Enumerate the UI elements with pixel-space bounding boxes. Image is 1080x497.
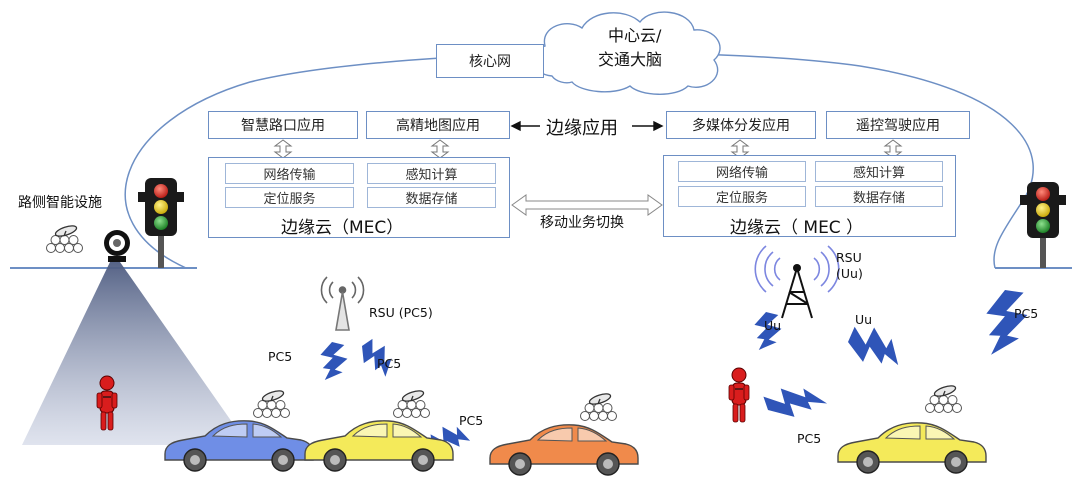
app-remote-driving: 遥控驾驶应用	[826, 111, 970, 139]
mec-right-label: 边缘云（ MEC ）	[730, 218, 864, 238]
link-label-pc5: PC5	[459, 413, 484, 428]
mec-left-positioning: 定位服务	[225, 187, 354, 208]
camera-beam	[22, 262, 248, 445]
center-cloud-line1: 中心云/	[608, 26, 662, 45]
rsu-uu-label-line2: (Uu)	[836, 266, 863, 281]
app-hd-map: 高精地图应用	[366, 111, 510, 139]
pc5-bolt-light-car	[969, 281, 1040, 363]
mec-left: 网络传输 感知计算 定位服务 数据存储 边缘云（MEC）	[208, 157, 510, 238]
car-sensor-icon	[924, 383, 963, 414]
pedestrian-right-icon	[728, 367, 750, 423]
mec-right-network: 网络传输	[678, 161, 806, 182]
traffic-light-right-icon	[1020, 182, 1066, 268]
roadside-facility-label: 路侧智能设施	[18, 195, 102, 211]
link-label-pc5: PC5	[377, 356, 402, 371]
car-sensor-icon	[579, 391, 618, 422]
link-label-uu: Uu	[764, 318, 782, 333]
mec-left-storage: 数据存储	[367, 187, 496, 208]
rsu-pc5-label: RSU (PC5)	[369, 305, 433, 320]
link-label-pc5: PC5	[268, 349, 293, 364]
pc5-bolt-rsu-blue-car	[310, 337, 356, 386]
car-yellow-right-icon	[837, 422, 987, 474]
mec-right: 网络传输 感知计算 定位服务 数据存储 边缘云（ MEC ）	[663, 155, 956, 238]
car-sensor-icon	[392, 388, 431, 419]
rsu-pc5-antenna-icon	[320, 276, 365, 331]
link-label-pc5: PC5	[1014, 306, 1039, 321]
mec-left-network: 网络传输	[225, 163, 354, 184]
car-sensor-icon	[252, 388, 291, 419]
roadside-sensor-icon	[45, 223, 84, 254]
pc5-bolt-person-car	[761, 383, 829, 422]
mec-right-positioning: 定位服务	[678, 186, 806, 207]
edge-app-arrows	[510, 120, 664, 132]
mec-right-storage: 数据存储	[815, 186, 943, 207]
mec-right-compute: 感知计算	[815, 161, 943, 182]
app-multimedia: 多媒体分发应用	[666, 111, 816, 139]
link-label-pc5: PC5	[797, 431, 822, 446]
edge-apps-label: 边缘应用	[546, 118, 618, 139]
link-label-uu: Uu	[855, 312, 873, 327]
traffic-light-left-icon	[138, 178, 184, 268]
rsu-uu-label-line1: RSU	[836, 250, 862, 265]
roadside-camera-icon	[104, 230, 130, 262]
core-network-box: 核心网	[436, 44, 544, 78]
uu-bolt-tower-car	[841, 314, 909, 382]
switch-double-arrow	[511, 194, 663, 216]
mec-left-label: 边缘云（MEC）	[281, 218, 404, 238]
switch-label: 移动业务切换	[540, 215, 624, 231]
center-cloud-shape	[532, 11, 721, 95]
car-yellow-icon	[304, 420, 454, 472]
rsu-uu-tower-icon	[754, 245, 840, 319]
center-cloud-line2: 交通大脑	[598, 50, 663, 69]
mec-left-compute: 感知计算	[367, 163, 496, 184]
car-orange-icon	[489, 424, 639, 476]
app-smart-intersection: 智慧路口应用	[208, 111, 358, 139]
